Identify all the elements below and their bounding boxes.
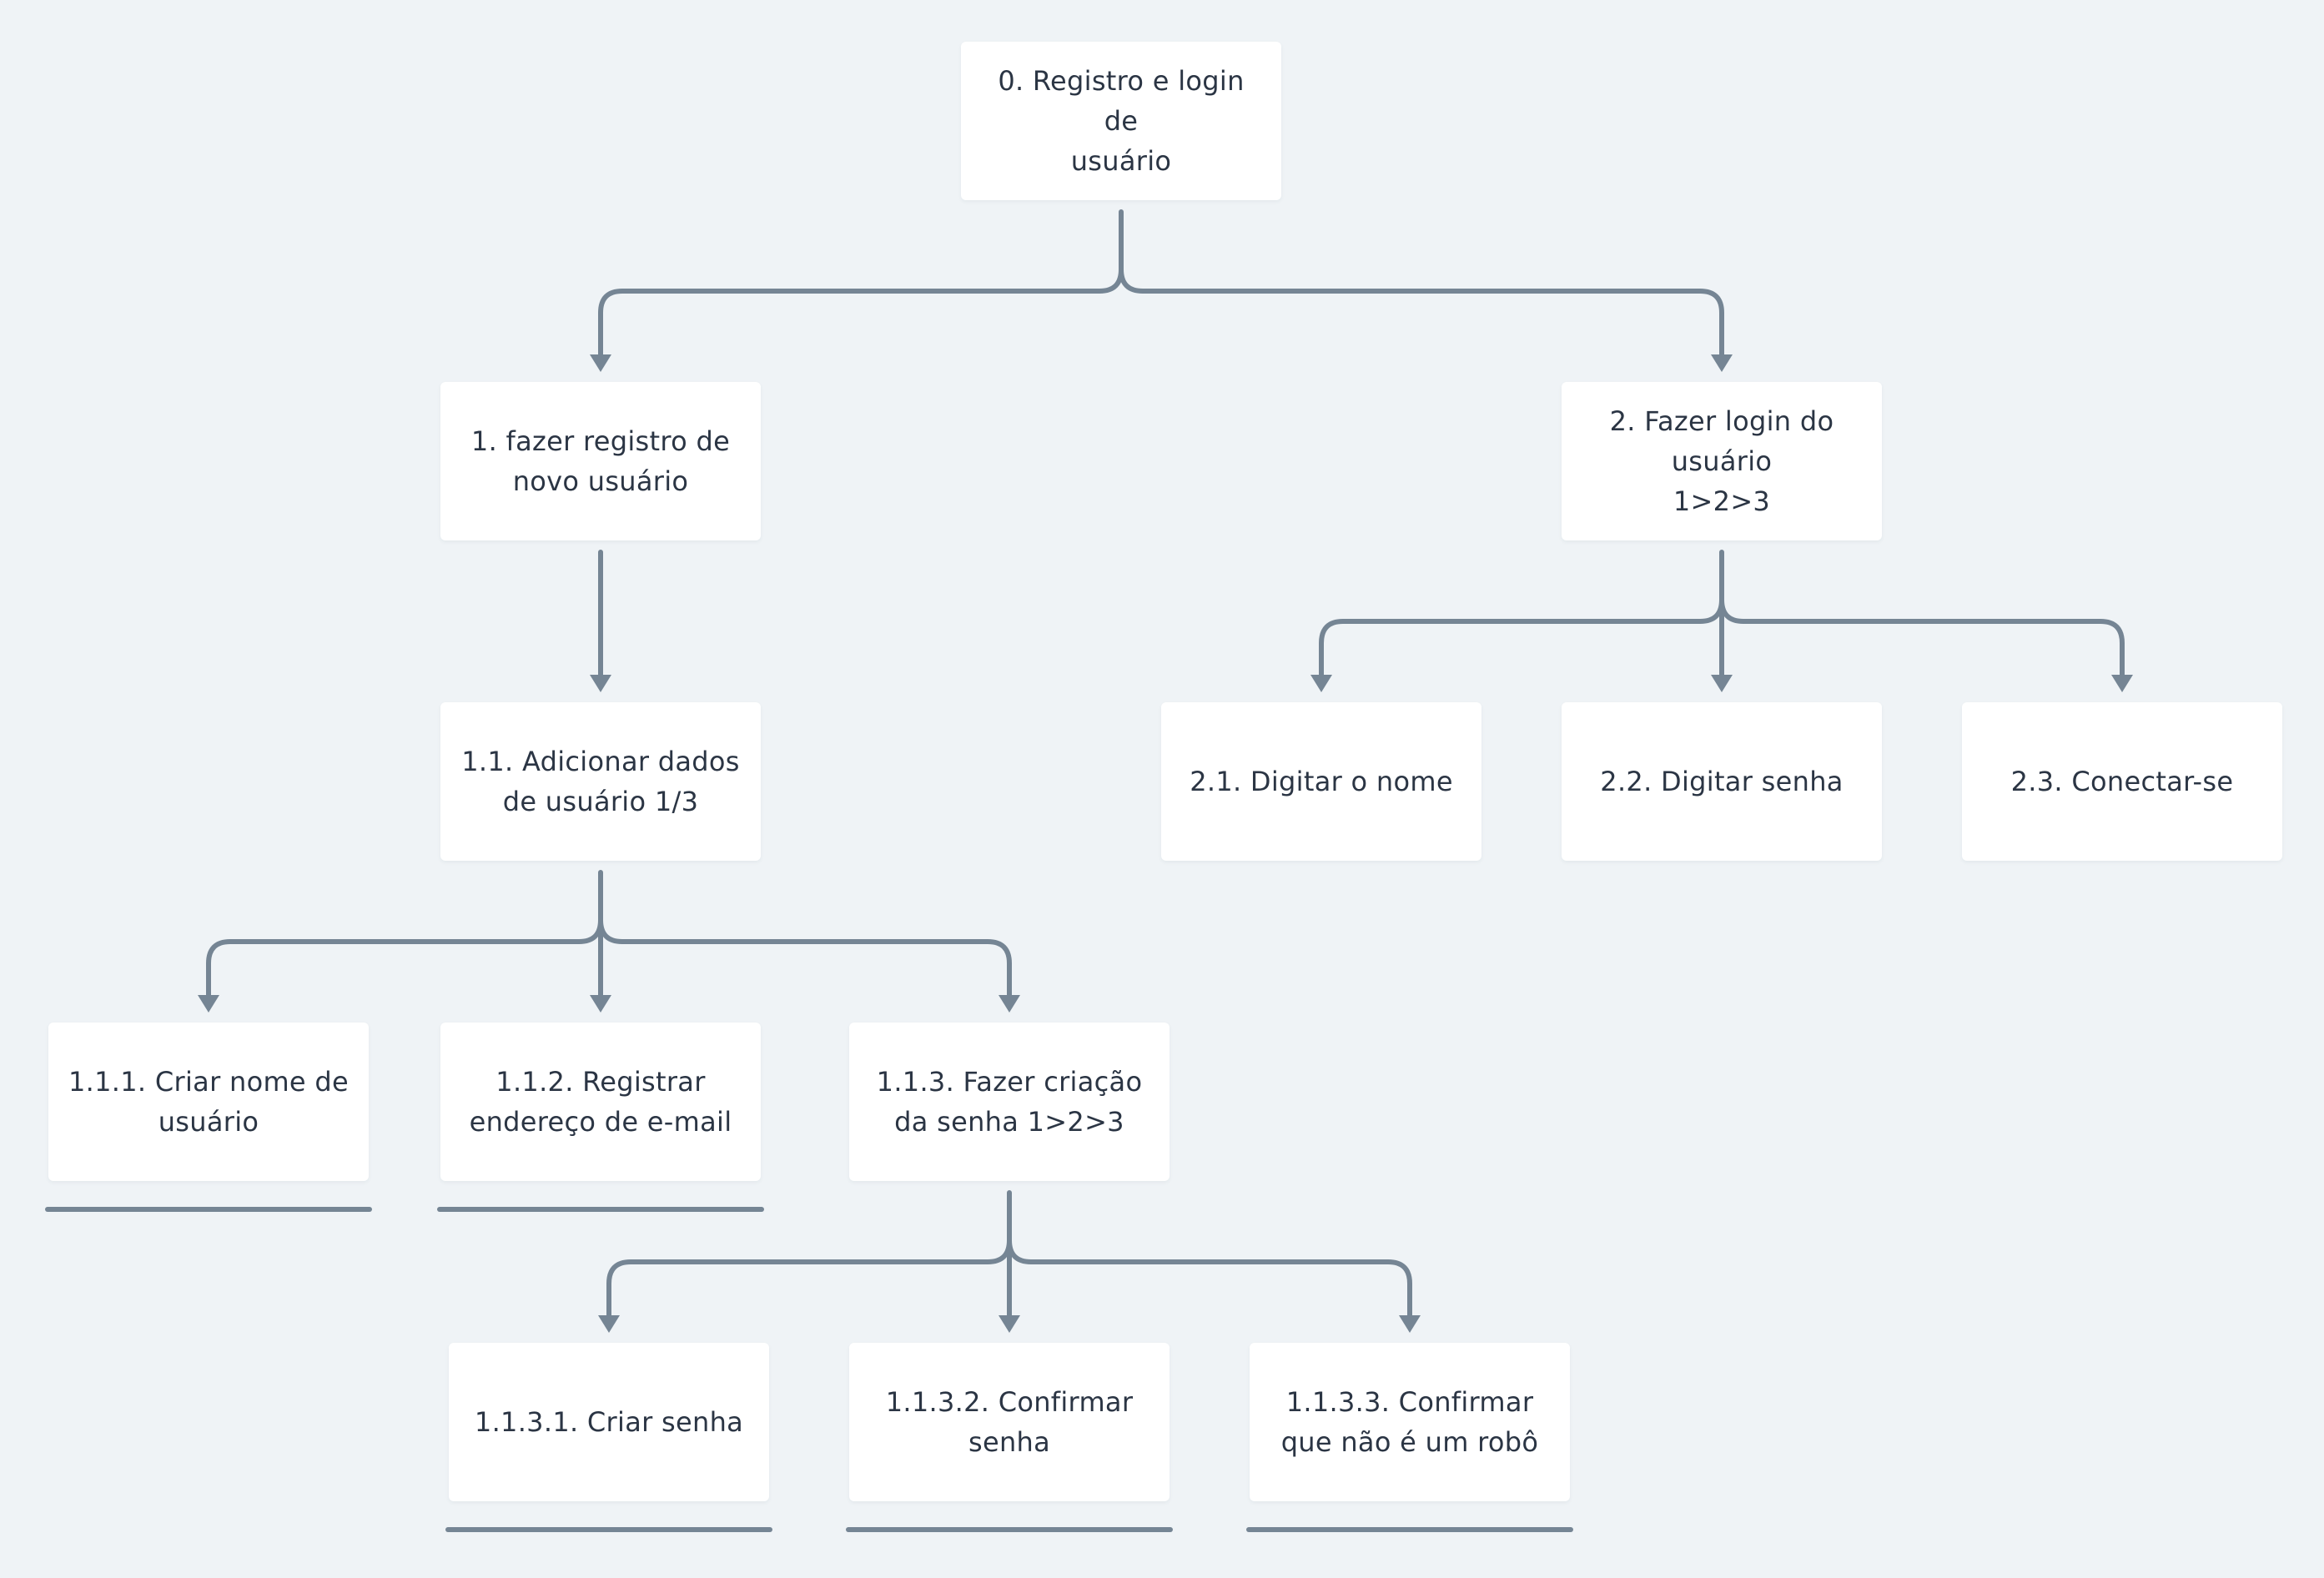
node-label: 2.2. Digitar senha: [1600, 766, 1844, 797]
node-digitar-senha[interactable]: 2.2. Digitar senha: [1562, 702, 1882, 861]
leaf-underline: [846, 1527, 1173, 1532]
leaf-underline: [45, 1207, 372, 1212]
node-criacao-senha[interactable]: 1.1.3. Fazer criação da senha 1>2>3: [849, 1023, 1170, 1181]
node-registro-e-login[interactable]: 0. Registro e login de usuário: [961, 42, 1281, 200]
node-fazer-login[interactable]: 2. Fazer login do usuário 1>2>3: [1562, 382, 1882, 540]
arrowhead-icon: [1399, 1315, 1421, 1333]
arrowhead-icon: [999, 995, 1020, 1013]
node-criar-senha[interactable]: 1.1.3.1. Criar senha: [449, 1343, 769, 1501]
connector-path: [206, 870, 1012, 998]
node-registrar-email[interactable]: 1.1.2. Registrar endereço de e-mail: [440, 1023, 761, 1181]
node-label: 1. fazer registro de novo usuário: [470, 425, 731, 497]
node-criar-nome[interactable]: 1.1.1. Criar nome de usuário: [48, 1023, 369, 1181]
arrowhead-icon: [590, 675, 611, 692]
arrowhead-icon: [1310, 675, 1332, 692]
connector-path: [606, 1190, 1412, 1319]
arrowhead-icon: [2111, 675, 2133, 692]
node-label: 1.1.2. Registrar endereço de e-mail: [469, 1066, 732, 1138]
node-label: 1.1.3. Fazer criação da senha 1>2>3: [876, 1066, 1143, 1138]
node-confirmar-nao-robo[interactable]: 1.1.3.3. Confirmar que não é um robô: [1250, 1343, 1570, 1501]
connector-path: [1319, 550, 2125, 678]
node-conectar-se[interactable]: 2.3. Conectar-se: [1962, 702, 2282, 861]
node-label: 1.1.1. Criar nome de usuário: [68, 1066, 349, 1138]
node-label: 1.1.3.3. Confirmar que não é um robô: [1280, 1386, 1539, 1458]
node-label: 1.1.3.2. Confirmar senha: [885, 1386, 1134, 1458]
arrowhead-icon: [999, 1315, 1020, 1333]
arrowhead-icon: [590, 354, 611, 372]
arrowhead-icon: [1711, 354, 1733, 372]
node-label: 2. Fazer login do usuário 1>2>3: [1609, 405, 1834, 517]
connector-path: [598, 209, 1724, 358]
arrowhead-icon: [598, 1315, 620, 1333]
arrowhead-icon: [198, 995, 219, 1013]
node-label: 2.3. Conectar-se: [2010, 766, 2234, 797]
leaf-underline: [445, 1527, 772, 1532]
node-label: 0. Registro e login de usuário: [998, 65, 1245, 177]
node-fazer-registro[interactable]: 1. fazer registro de novo usuário: [440, 382, 761, 540]
leaf-underline: [437, 1207, 764, 1212]
node-digitar-nome[interactable]: 2.1. Digitar o nome: [1161, 702, 1481, 861]
node-adicionar-dados[interactable]: 1.1. Adicionar dados de usuário 1/3: [440, 702, 761, 861]
arrowhead-icon: [590, 995, 611, 1013]
arrowhead-icon: [1711, 675, 1733, 692]
node-label: 1.1.3.1. Criar senha: [474, 1406, 744, 1438]
node-confirmar-senha[interactable]: 1.1.3.2. Confirmar senha: [849, 1343, 1170, 1501]
node-label: 1.1. Adicionar dados de usuário 1/3: [461, 746, 740, 817]
node-label: 2.1. Digitar o nome: [1190, 766, 1453, 797]
leaf-underline: [1246, 1527, 1573, 1532]
